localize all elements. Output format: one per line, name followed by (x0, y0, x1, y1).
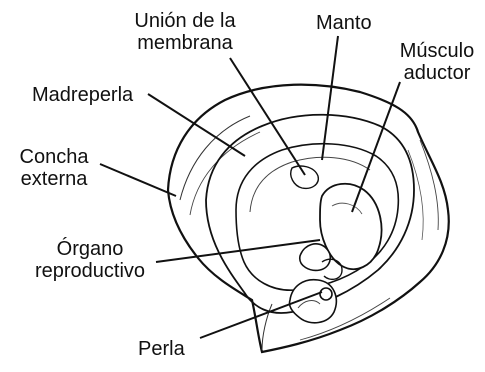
label-perla: Perla (138, 338, 185, 360)
reproductive-organ (300, 244, 330, 271)
label-concha-externa: Concha externa (8, 146, 100, 190)
pearl (320, 288, 332, 300)
label-madreperla: Madreperla (32, 84, 133, 106)
label-musculo-aductor: Músculo aductor (394, 40, 480, 84)
leader-concha-externa (100, 164, 176, 196)
label-manto: Manto (316, 12, 372, 34)
label-union-membrana: Unión de la membrana (120, 10, 250, 54)
label-organo-reproductivo: Órgano reproductivo (24, 238, 156, 282)
